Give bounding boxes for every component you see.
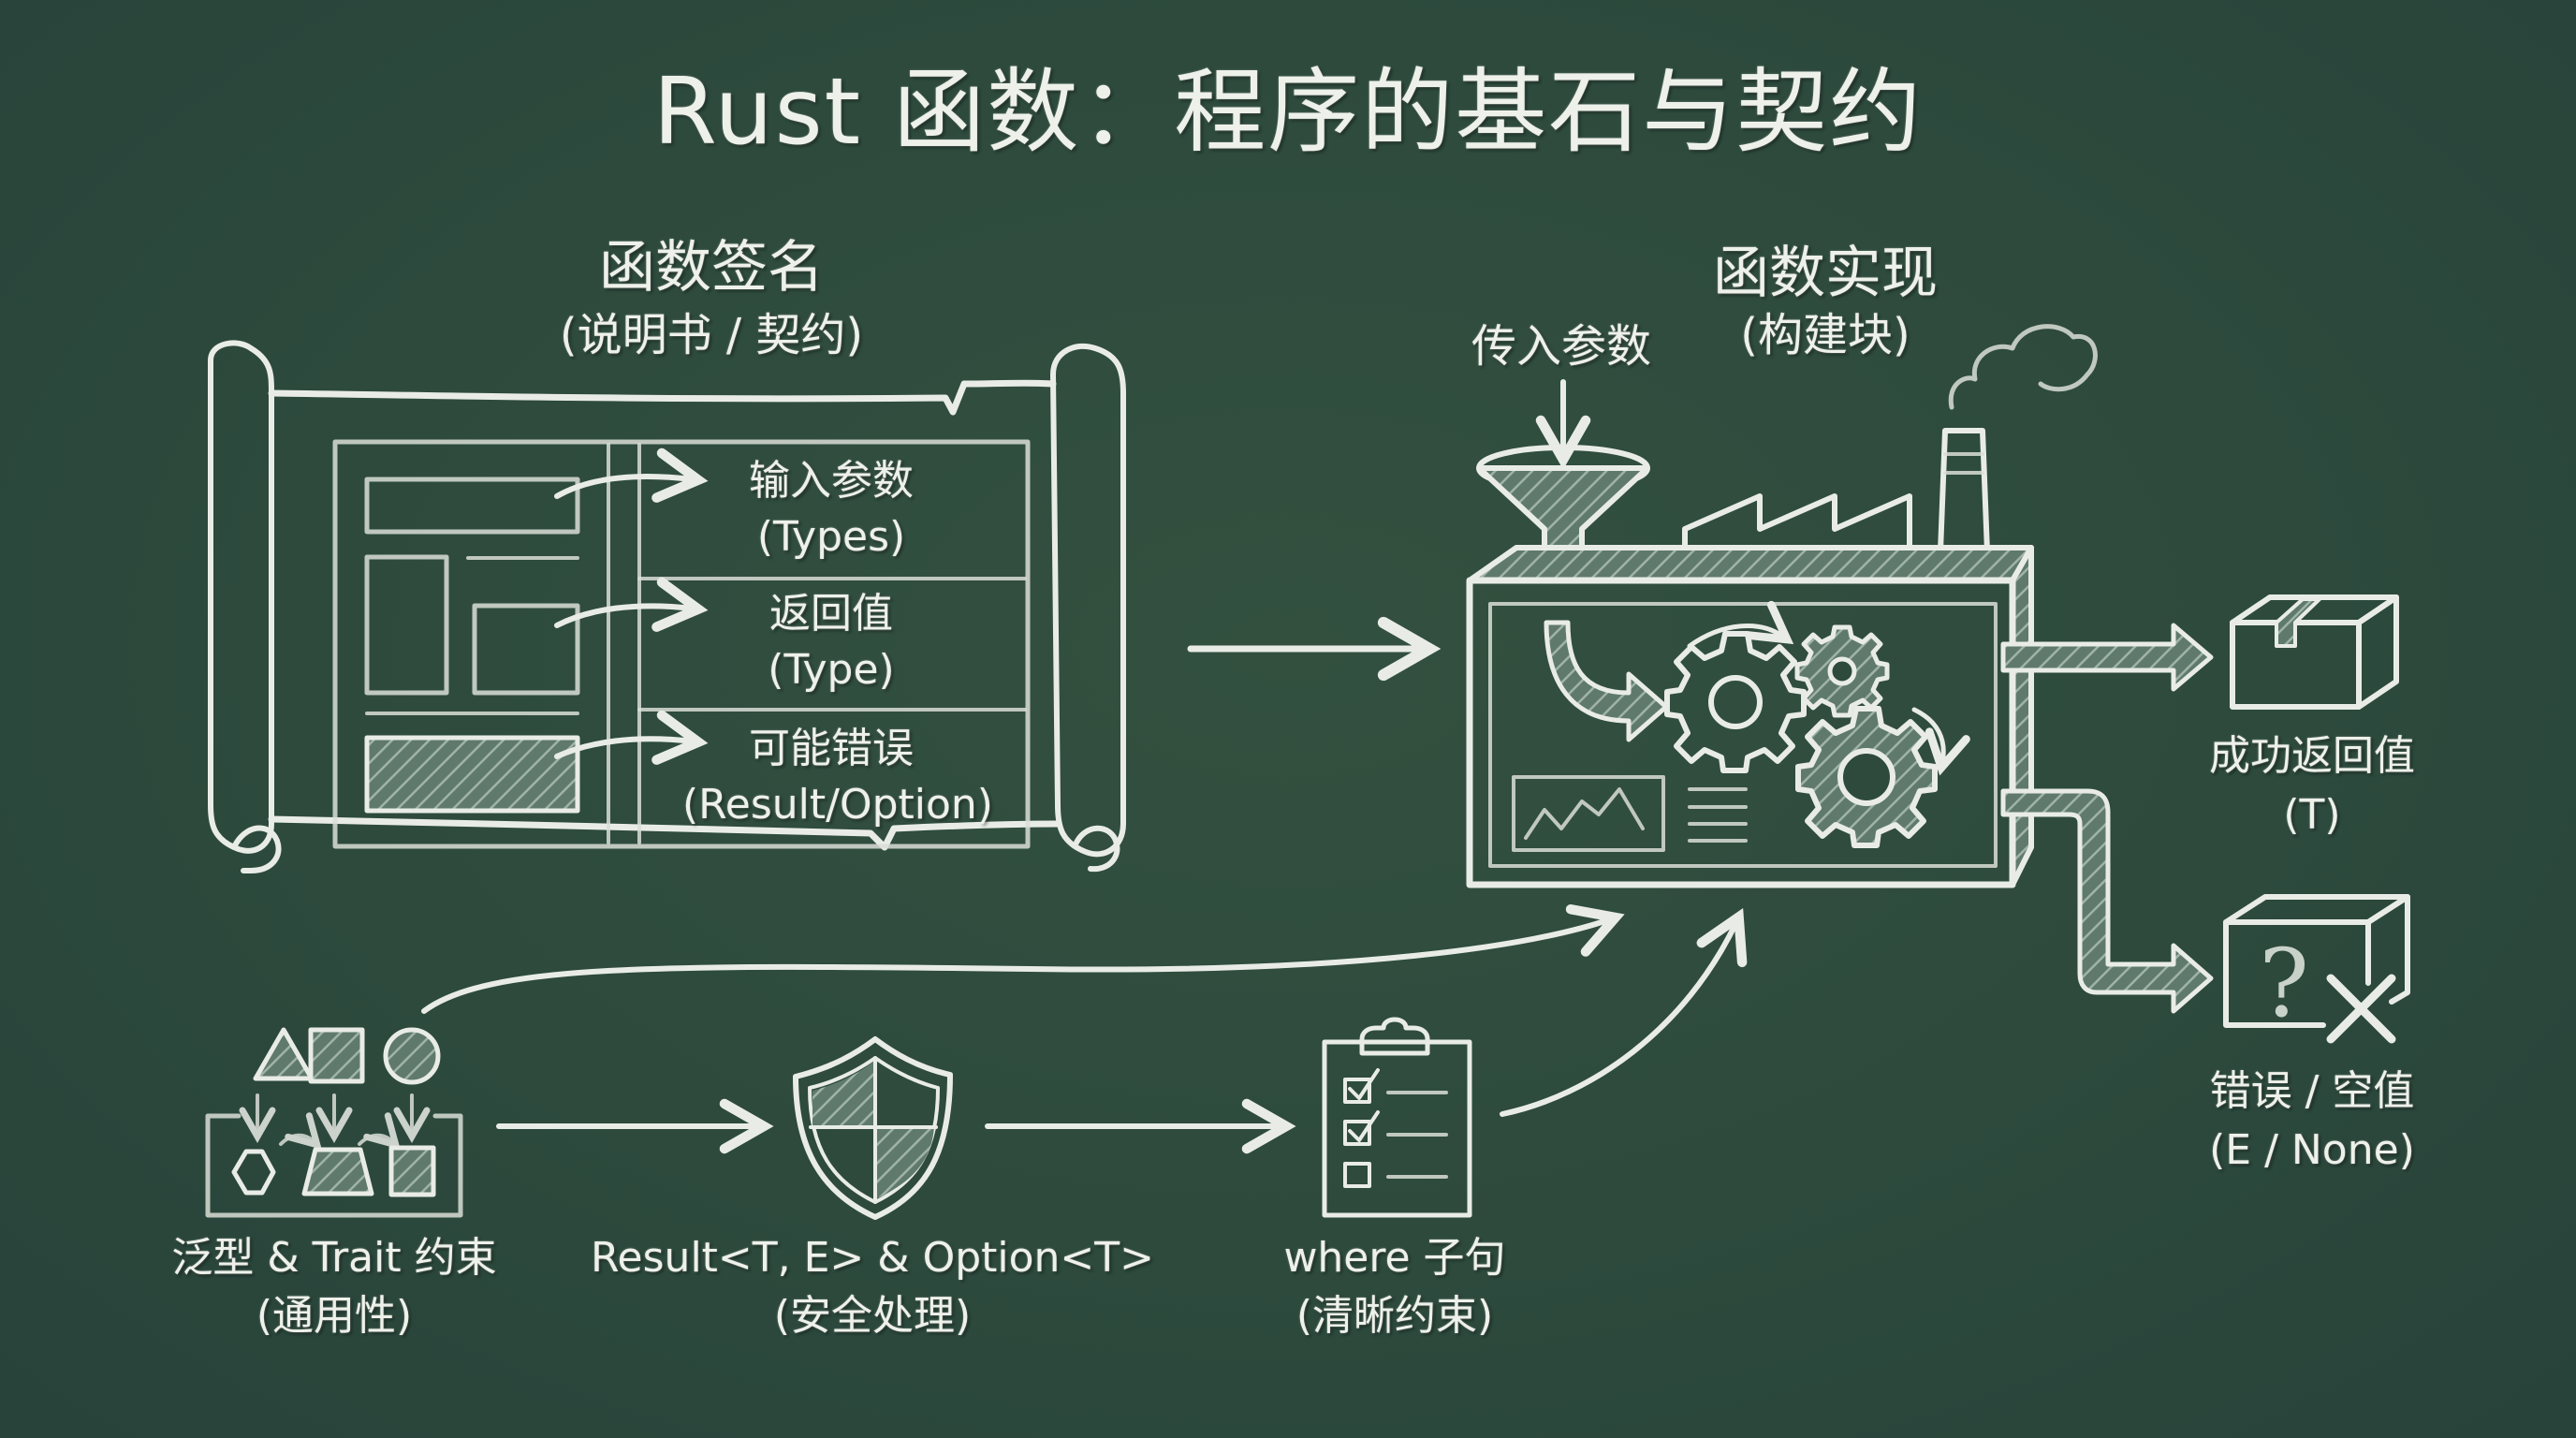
signature-row-label: 可能错误 (749, 725, 914, 772)
shield-icon (793, 1036, 953, 1220)
concept-label: Result<T, E> & Option<T> (590, 1234, 1155, 1282)
clipboard-checklist-icon (1322, 1017, 1472, 1218)
flow-arrow (421, 903, 1625, 1014)
signature-row-label: 返回值 (769, 590, 893, 638)
signature-row-label: 输入参数 (749, 457, 914, 505)
concept-label: 泛型 & Trait 约束 (171, 1234, 497, 1282)
svg-text:?: ? (2259, 929, 2309, 1038)
success-label: 成功返回值 (2209, 732, 2415, 780)
success-sub: (T) (2283, 791, 2341, 839)
signature-row-sub: (Type) (768, 646, 895, 694)
implementation-heading: 函数实现 (1713, 241, 1938, 306)
failure-sub: (E / None) (2209, 1126, 2415, 1174)
concept-label: where 子句 (1283, 1234, 1506, 1282)
implementation-subheading: (构建块) (1740, 309, 1910, 361)
output-arrows (2000, 623, 2214, 1014)
input-params-label: 传入参数 (1471, 320, 1652, 373)
signature-row-sub: (Types) (756, 513, 906, 561)
signature-heading: 函数签名 (599, 235, 824, 301)
shapes-generics-icon (205, 1027, 463, 1218)
success-box-icon (2230, 594, 2399, 710)
scroll-icon (208, 340, 1126, 873)
page-title: Rust 函数：程序的基石与契约 (652, 59, 1924, 166)
factory-icon (1466, 324, 2098, 888)
concept-sub: (通用性) (256, 1292, 413, 1340)
concept-sub: (清晰约束) (1295, 1292, 1494, 1340)
failure-label: 错误 / 空值 (2209, 1067, 2415, 1115)
error-box-icon: ? (2223, 894, 2410, 1044)
signature-subheading: (说明书 / 契约) (559, 309, 864, 361)
flow-arrow (1500, 908, 1748, 1117)
signature-row-sub: (Result/Option) (682, 781, 993, 829)
concept-sub: (安全处理) (773, 1292, 972, 1340)
